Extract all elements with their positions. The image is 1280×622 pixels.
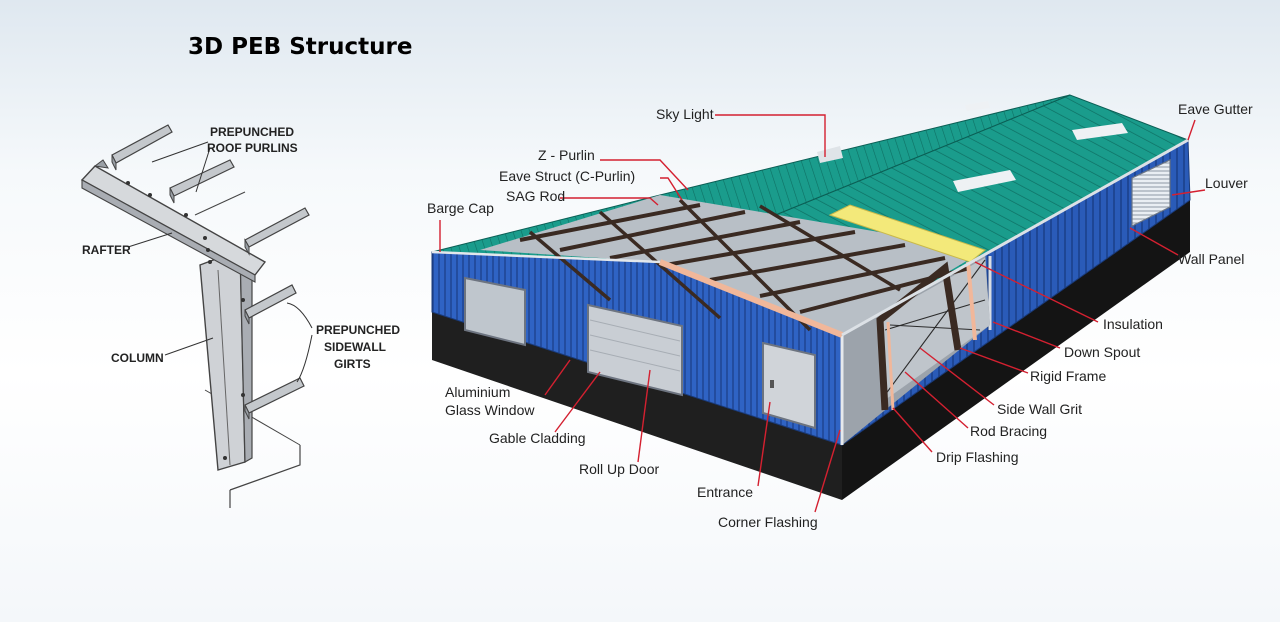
louver-grille [1131, 159, 1171, 227]
roof-purlin [111, 124, 173, 171]
bolt-holes [126, 181, 245, 460]
label-down-spout: Down Spout [1064, 344, 1140, 360]
label-drip-flashing: Drip Flashing [936, 449, 1018, 465]
label-side-wall-grit: Side Wall Grit [997, 401, 1082, 417]
page-title: 3D PEB Structure [188, 34, 413, 60]
label-girts: GIRTS [334, 357, 371, 371]
insulation-strip [828, 204, 987, 263]
entrance-door [762, 341, 816, 430]
rafter-member [80, 165, 267, 276]
leader-lines [439, 114, 1206, 513]
label-wall-panel: Wall Panel [1178, 251, 1244, 267]
skylight-panel [953, 170, 1016, 192]
skylight-panel [817, 146, 843, 163]
label-entrance: Entrance [697, 484, 753, 500]
label-sag-rod: SAG Rod [506, 188, 565, 204]
label-rafter: RAFTER [82, 243, 131, 257]
label-prepunched-roof: PREPUNCHED [210, 125, 294, 139]
skylight-panel [965, 101, 990, 111]
column-web-line [217, 269, 231, 466]
label-z-purlin: Z - Purlin [538, 147, 595, 163]
barge-cap-trim [431, 250, 661, 264]
sidewall-girt [244, 377, 305, 420]
sidewall-girt [244, 284, 297, 325]
label-sky-light: Sky Light [656, 106, 714, 122]
building-labels: Sky Light Eave Gutter Z - Purlin Eave St… [427, 101, 1253, 530]
entrance-door-handle [770, 380, 774, 388]
exposed-roof-area [480, 195, 985, 335]
label-gable-cladding: Gable Cladding [489, 430, 586, 446]
label-roll-up-door: Roll Up Door [579, 461, 659, 477]
barge-flashing-strip [658, 259, 844, 338]
z-purlin-grid [519, 203, 971, 314]
skylight-panel [1072, 123, 1128, 140]
side-flashing-strip [966, 261, 977, 341]
label-column: COLUMN [111, 351, 164, 365]
column-member [199, 248, 246, 471]
label-roof-purlins: ROOF PURLINS [207, 141, 298, 155]
label-sidewall: SIDEWALL [324, 340, 386, 354]
rigid-frame-flashing [886, 321, 895, 411]
roll-up-door [587, 303, 683, 397]
purlin-guide-line [194, 191, 246, 216]
label-aluminium: Aluminium [445, 384, 510, 400]
aluminium-glass-window [464, 276, 526, 347]
label-corner-flashing: Corner Flashing [718, 514, 818, 530]
ground-slab [229, 445, 301, 491]
roof-purlin [244, 207, 310, 256]
label-eave-struct: Eave Struct (C-Purlin) [499, 168, 635, 184]
peb-building-illustration [431, 94, 1191, 500]
base-plinth-front [432, 312, 842, 500]
label-louver: Louver [1205, 175, 1248, 191]
rafter-flange [81, 179, 256, 283]
roof-purlin [169, 159, 235, 204]
eave-gutter-trim [841, 138, 1189, 337]
frame-leaders [127, 141, 313, 383]
base-plinth-side [842, 200, 1190, 500]
label-rod-bracing: Rod Bracing [970, 423, 1047, 439]
label-rigid-frame: Rigid Frame [1030, 368, 1106, 384]
label-barge-cap: Barge Cap [427, 200, 494, 216]
roll-up-door-slats [589, 319, 681, 372]
rafter-tip [93, 159, 110, 169]
label-prepunched-sidewall: PREPUNCHED [316, 323, 400, 337]
label-eave-gutter: Eave Gutter [1178, 101, 1253, 117]
steel-frame-illustration: PREPUNCHED ROOF PURLINS RAFTER COLUMN PR… [80, 124, 400, 508]
label-insulation: Insulation [1103, 316, 1163, 332]
label-glass-window: Glass Window [445, 402, 535, 418]
